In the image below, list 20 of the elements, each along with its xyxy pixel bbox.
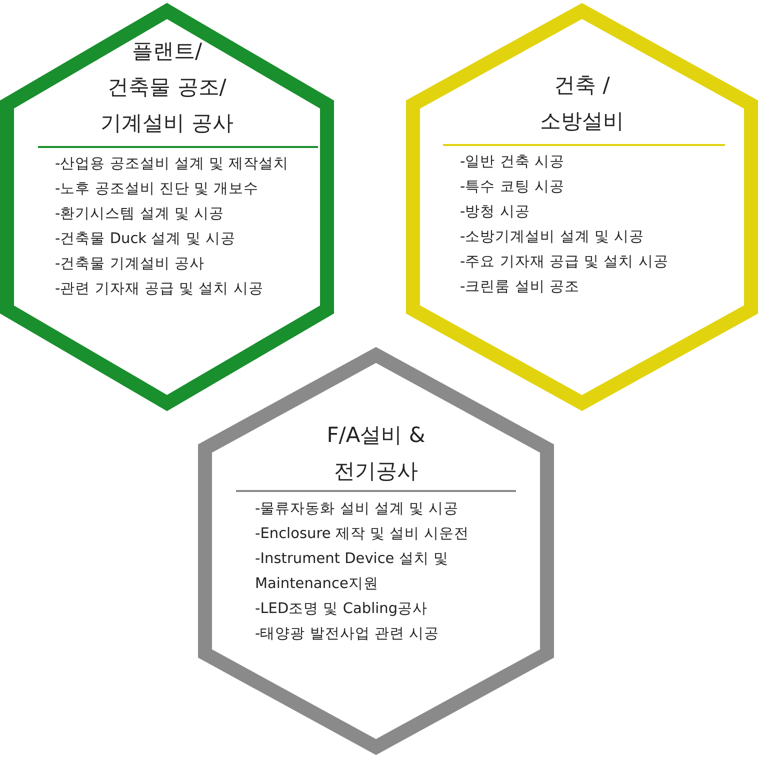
heading: 건축 / 소방설비 [539, 72, 625, 135]
list-item: -산업용 공조설비 설계 및 제작설치 [55, 155, 290, 174]
list-item: -Instrument Device 설치 및 Maintenance지원 [255, 550, 450, 594]
list-item: -LED조명 및 Cabling공사 [255, 600, 429, 619]
list-item: -건축물 Duck 설계 및 시공 [55, 230, 236, 249]
list-item: -일반 건축 시공 [460, 153, 566, 172]
list-item: -건축물 기계설비 공사 [55, 255, 206, 274]
list-item: -관련 기자재 공급 및 설치 시공 [55, 280, 264, 299]
list-item: -방청 시공 [460, 203, 531, 222]
heading: 플랜트/ 건축물 공조/ 기계설비 공사 [100, 38, 234, 137]
list-item: -Enclosure 제작 및 설비 시운전 [255, 525, 470, 544]
list-item: -태양광 발전사업 관련 시공 [255, 625, 440, 644]
list-item: -특수 코팅 시공 [460, 178, 566, 197]
heading: F/A설비 & 전기공사 [326, 422, 426, 485]
list-item: -노후 공조설비 진단 및 개보수 [55, 180, 260, 199]
list-item: -주요 기자재 공급 및 설치 시공 [460, 253, 670, 272]
list-item: -환기시스템 설계 및 시공 [55, 205, 226, 224]
list-item: -소방기계설비 설계 및 시공 [460, 228, 646, 247]
list-item: -크린룸 설비 공조 [460, 278, 580, 297]
list-item: -물류자동화 설비 설계 및 시공 [255, 500, 460, 519]
